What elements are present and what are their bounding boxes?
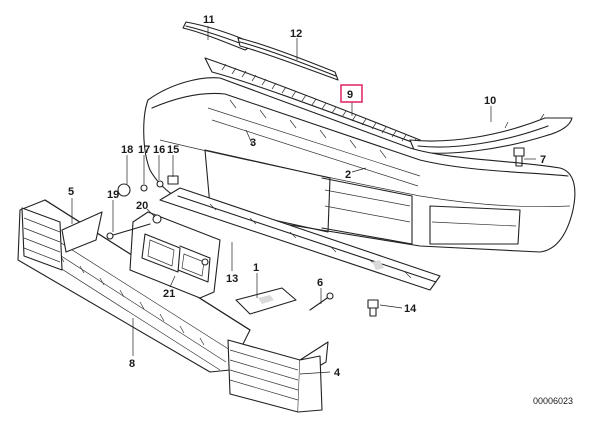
clip-14 bbox=[367, 299, 379, 317]
trim-strip-10 bbox=[409, 113, 573, 154]
callout-1: 1 bbox=[253, 262, 259, 274]
callout-4: 4 bbox=[334, 367, 341, 379]
clip-7 bbox=[513, 147, 525, 167]
callout-14: 14 bbox=[404, 303, 417, 315]
bracket-1 bbox=[235, 287, 297, 315]
callout-16: 16 bbox=[153, 144, 165, 156]
callout-3: 3 bbox=[250, 137, 256, 149]
bolt-19 bbox=[106, 223, 151, 240]
plate-bracket bbox=[129, 211, 221, 299]
trim-strip-12 bbox=[237, 37, 339, 81]
right-grille-4 bbox=[227, 339, 329, 413]
callout-12: 12 bbox=[290, 28, 302, 40]
callout-11: 11 bbox=[203, 14, 215, 26]
callout-21: 21 bbox=[163, 288, 175, 300]
callout-20: 20 bbox=[136, 200, 148, 212]
callout-7: 7 bbox=[540, 154, 546, 166]
callout-8: 8 bbox=[129, 358, 135, 370]
callout-2: 2 bbox=[345, 169, 351, 181]
callout-6: 6 bbox=[317, 277, 323, 289]
lower-grille-bar-8 bbox=[17, 199, 251, 373]
callout-19: 19 bbox=[107, 189, 119, 201]
callout-18: 18 bbox=[121, 144, 133, 156]
callout-10: 10 bbox=[484, 95, 496, 107]
document-number: 00006023 bbox=[533, 396, 573, 406]
highlight-box bbox=[340, 84, 363, 103]
bumper-cover bbox=[143, 77, 576, 253]
callout-9: 9 bbox=[347, 89, 353, 101]
callout-labels: 11 12 9 10 3 18 17 16 15 7 2 5 19 20 13 … bbox=[68, 14, 573, 406]
bumper-support-13 bbox=[159, 187, 441, 291]
callout-15: 15 bbox=[167, 144, 179, 156]
screw-6 bbox=[309, 292, 334, 311]
callout-17: 17 bbox=[138, 144, 150, 156]
leader-lines bbox=[71, 26, 536, 375]
callout-5: 5 bbox=[68, 186, 74, 198]
callout-13: 13 bbox=[226, 273, 238, 285]
